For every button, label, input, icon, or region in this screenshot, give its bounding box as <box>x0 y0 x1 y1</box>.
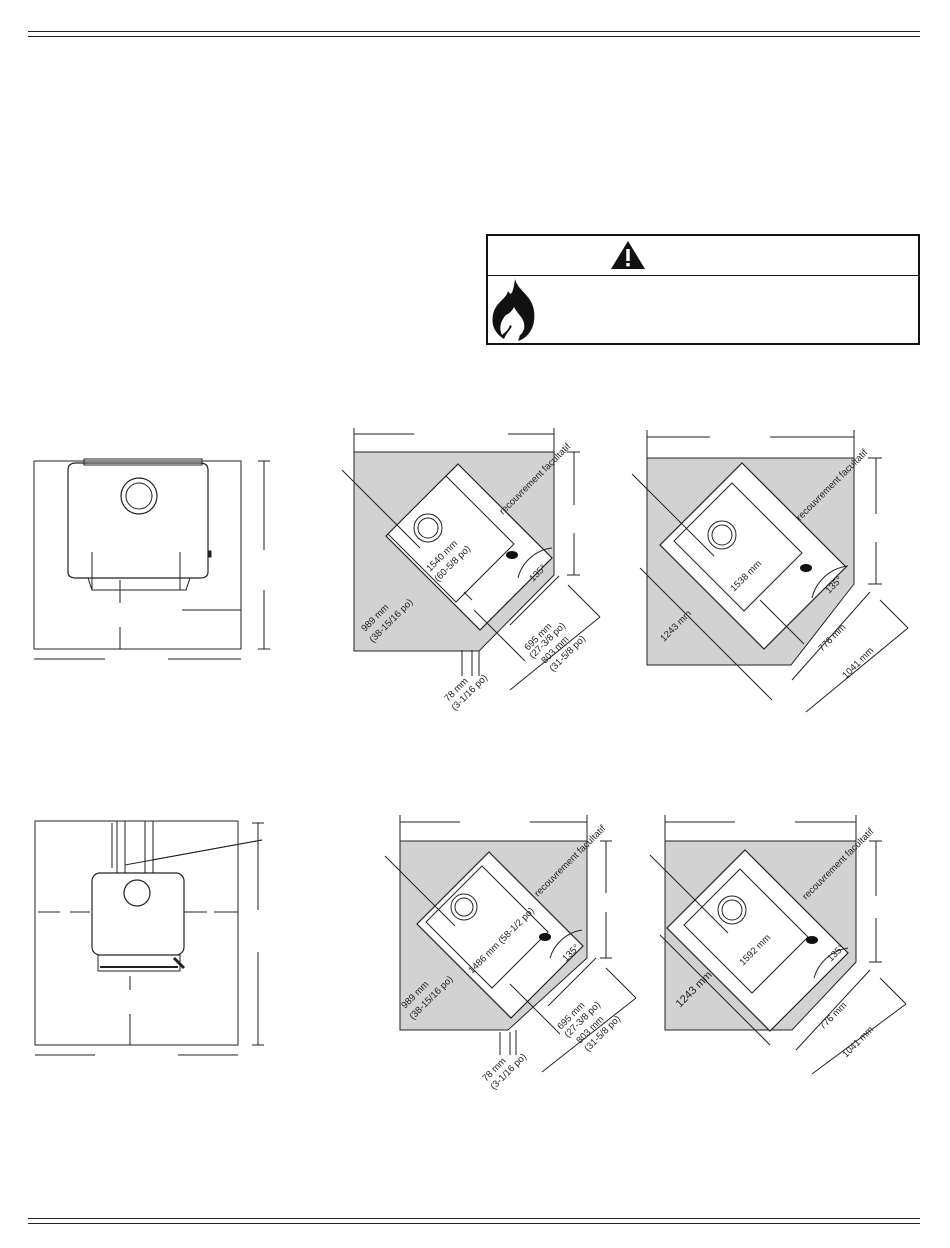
ash-pan <box>87 577 191 591</box>
stove-body <box>683 868 809 994</box>
warning-triangle-icon <box>611 241 645 269</box>
top-rule-inner <box>28 36 920 37</box>
corner-diagram-1: recouvrement facultatif 1540 mm (60-5/8 … <box>341 428 601 713</box>
dim-1041-label: 1041 mm <box>840 645 876 681</box>
front-view-diagram-2 <box>34 820 264 1056</box>
warning-box <box>486 234 920 345</box>
front-view-diagram-1 <box>33 458 270 660</box>
handle-icon <box>506 551 518 559</box>
chimney-pipe-left <box>116 820 126 874</box>
floor-protector <box>34 820 239 1046</box>
stove-body <box>67 462 209 579</box>
dim-1041-label: 1041 mm <box>840 1024 876 1060</box>
warning-divider <box>488 275 918 276</box>
flue-collar <box>413 513 443 543</box>
flue-collar <box>707 520 737 550</box>
corner-diagram-2: recouvrement facultatif 1538 mm 1243 mm … <box>631 430 909 713</box>
flue-collar <box>120 477 158 515</box>
bottom-rule <box>28 1218 920 1219</box>
stove-body <box>387 475 515 603</box>
corner-diagram-4: recouvrement facultatif 1592 mm 1243 mm … <box>649 815 907 1075</box>
stove-body <box>91 872 185 956</box>
flue-collar <box>123 879 151 907</box>
floor-protector <box>33 460 242 650</box>
corner-diagram-3: recouvrement facultatif 1486 mm (58-1/2 … <box>384 815 637 1092</box>
flue-collar <box>717 895 747 925</box>
handle-icon <box>806 936 818 944</box>
flue-collar <box>450 893 478 921</box>
bottom-rule-inner <box>28 1223 920 1224</box>
dim-776-label: 776 mm <box>817 1000 849 1032</box>
stove-body <box>673 482 803 612</box>
handle-icon <box>539 933 551 941</box>
chimney-pipe-right <box>144 820 154 874</box>
flame-icon <box>492 279 535 341</box>
handle-icon <box>800 564 812 572</box>
top-rule <box>28 31 920 32</box>
ash-drawer <box>97 954 181 972</box>
stove-top-rail <box>83 458 203 466</box>
